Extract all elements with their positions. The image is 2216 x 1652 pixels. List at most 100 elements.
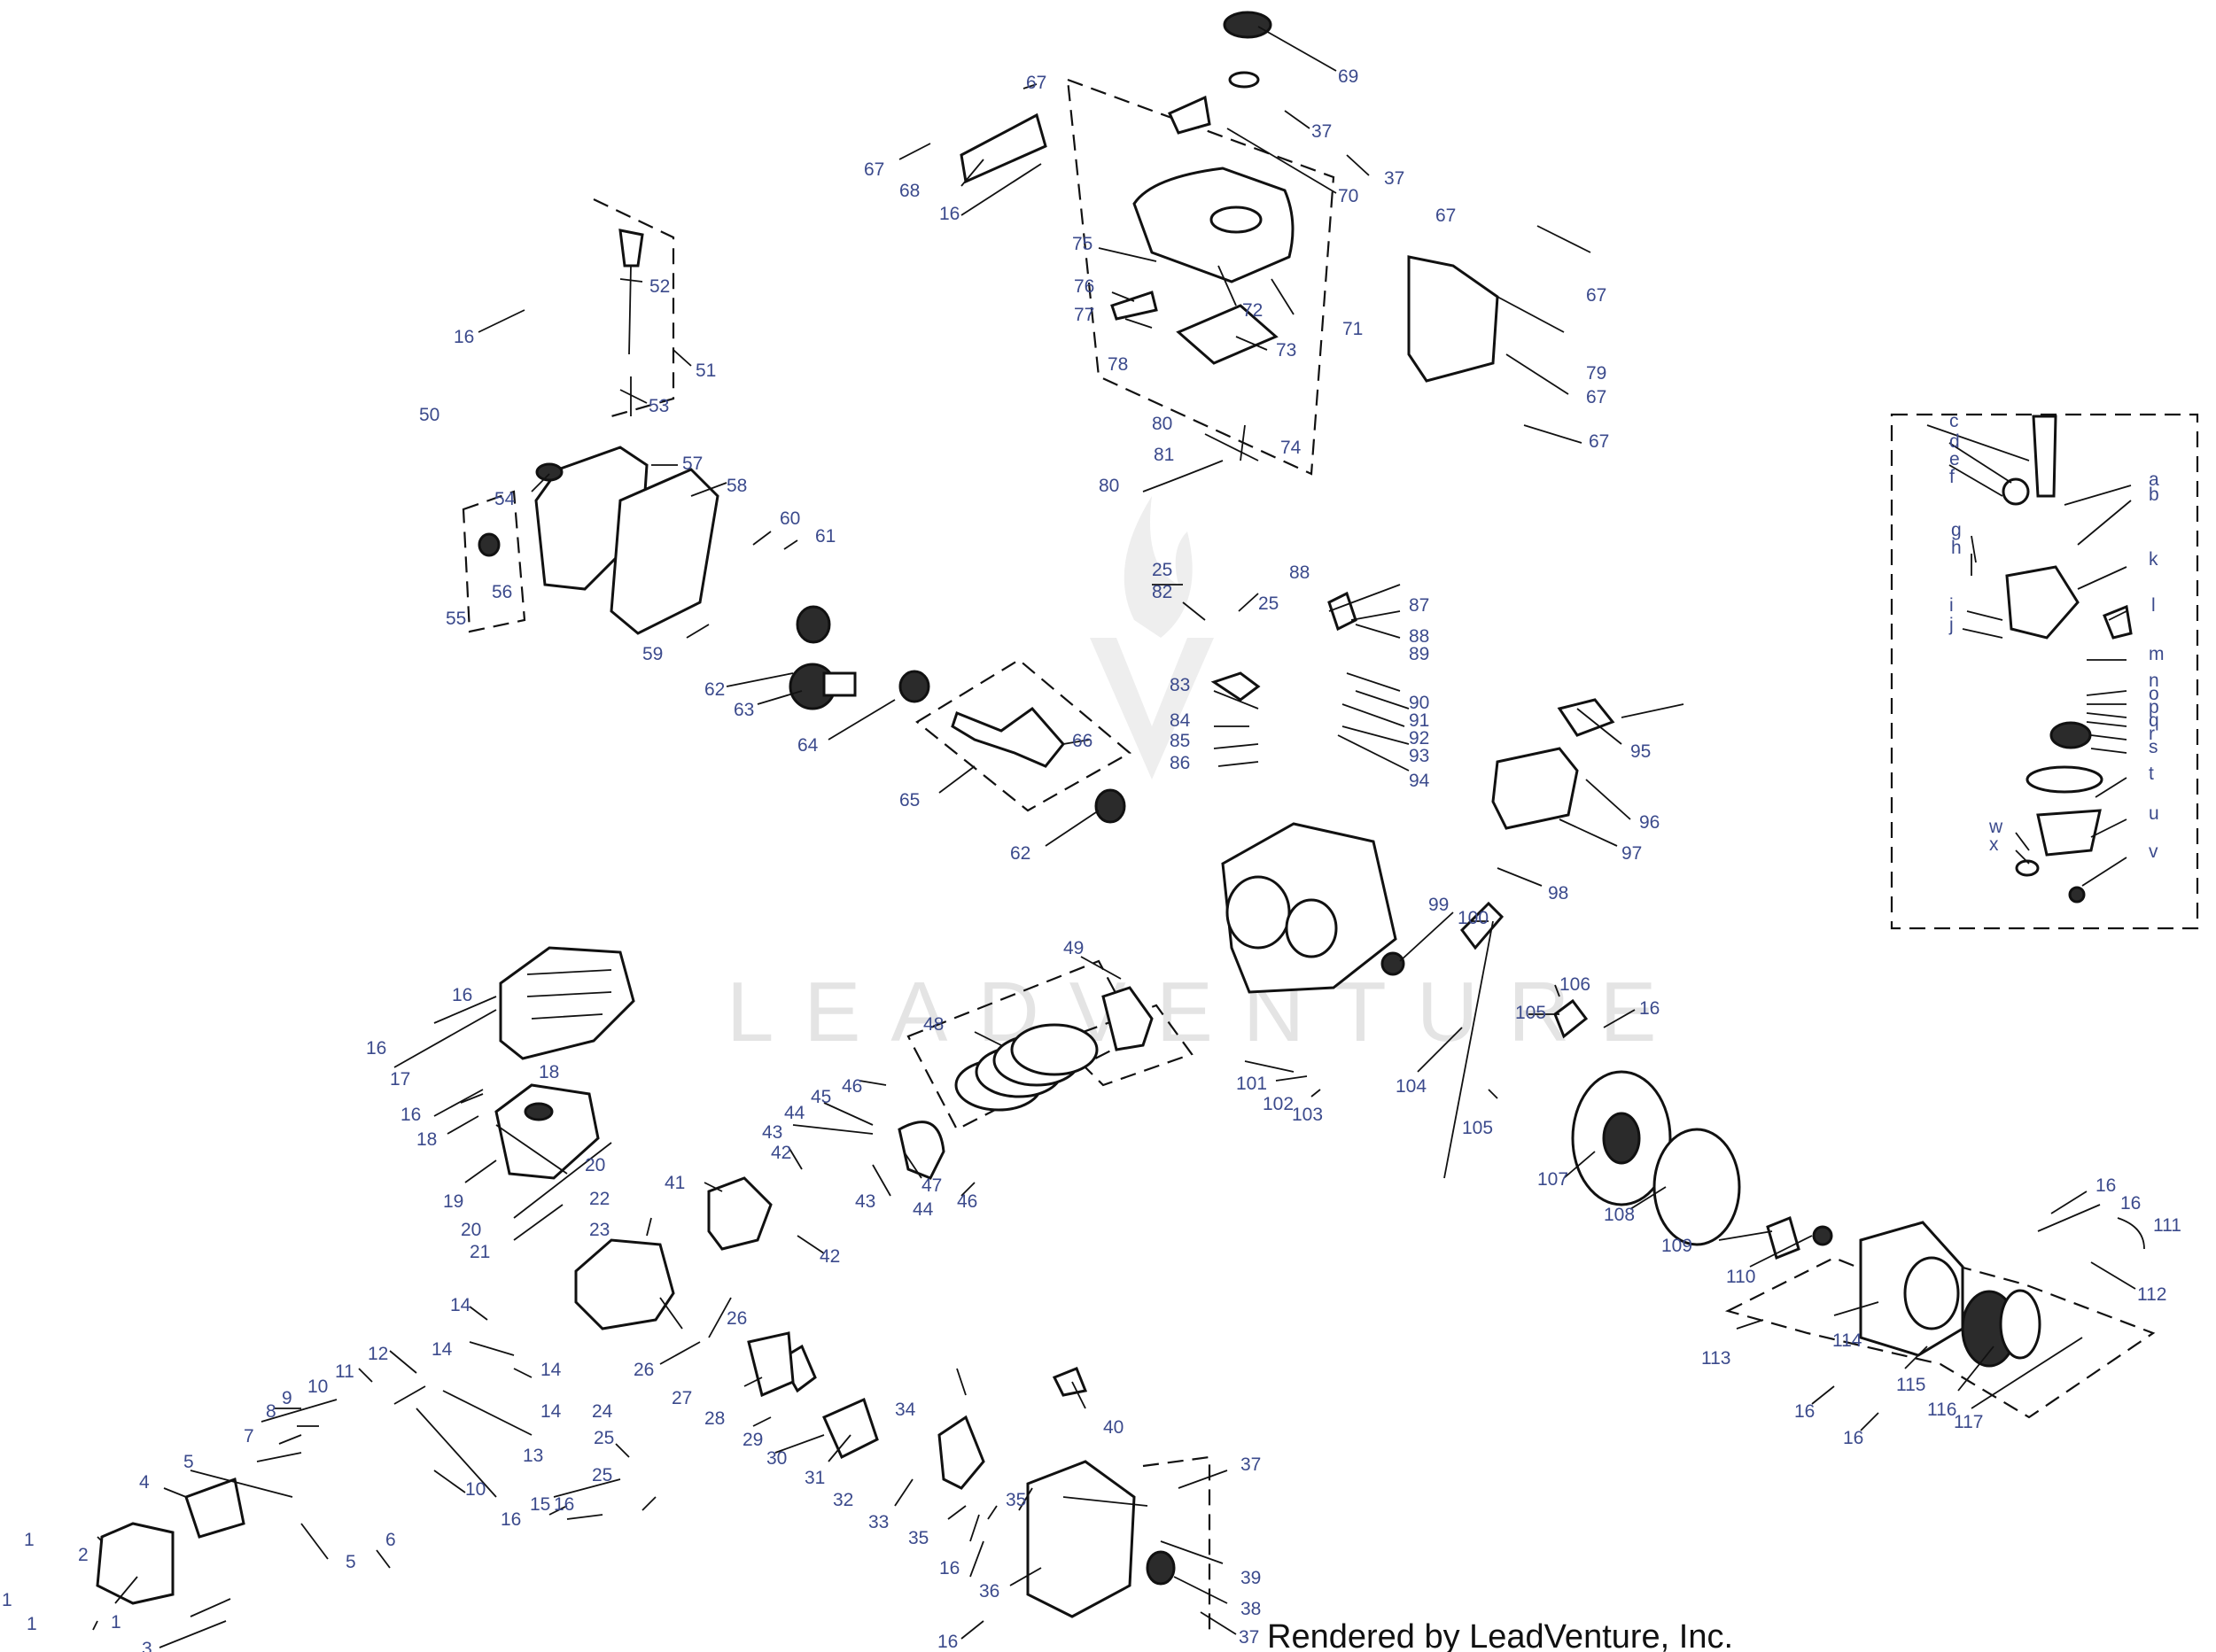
callout-33: 33 — [868, 1512, 889, 1532]
callout-42: 42 — [771, 1143, 791, 1163]
callout-105: 105 — [1515, 1003, 1546, 1023]
callout-110: 110 — [1726, 1267, 1755, 1287]
callout-57: 57 — [682, 454, 703, 474]
callout-29: 29 — [743, 1430, 763, 1450]
callout-25: 25 — [1258, 593, 1279, 614]
callout-17: 17 — [390, 1069, 410, 1090]
callout-s: s — [2149, 737, 2158, 757]
callout-36: 36 — [979, 1581, 999, 1602]
callout-n: n — [2149, 671, 2159, 691]
callout-o: o — [2149, 684, 2159, 704]
engine-parts — [96, 11, 2145, 1618]
callout-84: 84 — [1170, 710, 1191, 731]
callout-14: 14 — [450, 1295, 471, 1315]
callout-75: 75 — [1072, 234, 1092, 254]
callout-1: 1 — [24, 1530, 35, 1550]
callout-19: 19 — [443, 1191, 463, 1212]
callout-106: 106 — [1559, 974, 1590, 995]
callout-34: 34 — [895, 1400, 916, 1420]
callout-m: m — [2149, 644, 2165, 664]
callout-53: 53 — [649, 396, 669, 416]
callout-69: 69 — [1338, 66, 1358, 87]
callout-10: 10 — [307, 1377, 328, 1397]
callout-96: 96 — [1639, 812, 1660, 833]
callout-1: 1 — [27, 1614, 37, 1634]
callout-117: 117 — [1954, 1412, 1983, 1432]
gasket — [610, 468, 719, 635]
callout-j: j — [1948, 615, 1954, 635]
callout-105: 105 — [1462, 1118, 1493, 1138]
callout-44: 44 — [913, 1199, 934, 1220]
callout-77: 77 — [1074, 305, 1094, 325]
callout-q: q — [2149, 710, 2159, 731]
piston — [898, 1121, 945, 1180]
callout-37: 37 — [1384, 168, 1404, 189]
callout-99: 99 — [1428, 895, 1449, 915]
callout-43: 43 — [762, 1122, 782, 1143]
callout-83: 83 — [1170, 675, 1190, 695]
callout-63: 63 — [734, 700, 754, 720]
callout-23: 23 — [589, 1220, 610, 1240]
callout-16: 16 — [1843, 1428, 1863, 1448]
callout-94: 94 — [1409, 771, 1430, 791]
callout-93: 93 — [1409, 746, 1429, 766]
callout-68: 68 — [899, 181, 920, 201]
callout-16: 16 — [939, 1558, 960, 1578]
callout-l: l — [2151, 595, 2156, 616]
crankshaft — [951, 706, 1065, 768]
callout-x: x — [1989, 834, 1999, 855]
callout-i: i — [1949, 595, 1954, 616]
callout-62: 62 — [1010, 843, 1030, 864]
callout-54: 54 — [494, 489, 516, 509]
callout-4: 4 — [139, 1472, 150, 1493]
callout-h: h — [1951, 538, 1962, 558]
callout-92: 92 — [1409, 728, 1429, 748]
callout-3: 3 — [142, 1639, 152, 1652]
callout-86: 86 — [1170, 753, 1190, 773]
callout-18: 18 — [416, 1129, 437, 1150]
head-gasket — [707, 1176, 773, 1251]
callout-11: 11 — [335, 1361, 354, 1382]
callout-15: 15 — [530, 1494, 550, 1515]
callout-91: 91 — [1409, 710, 1429, 731]
callout-16: 16 — [452, 985, 472, 1005]
callout-116: 116 — [1927, 1400, 1956, 1420]
callout-10: 10 — [465, 1479, 486, 1500]
callout-c: c — [1949, 411, 1959, 431]
muffler — [494, 1083, 600, 1180]
callout-81: 81 — [1154, 445, 1174, 465]
callout-39: 39 — [1240, 1568, 1261, 1588]
callout-r: r — [2149, 724, 2155, 744]
callout-43: 43 — [855, 1191, 875, 1212]
callout-2: 2 — [78, 1545, 89, 1565]
callout-46: 46 — [842, 1076, 862, 1097]
callout-51: 51 — [696, 361, 716, 381]
callout-50: 50 — [419, 405, 439, 425]
callout-38: 38 — [1240, 1599, 1261, 1619]
callout-62: 62 — [704, 679, 725, 700]
callout-a: a — [2149, 469, 2159, 490]
valve-cover — [96, 1522, 175, 1605]
callout-16: 16 — [501, 1509, 521, 1530]
callout-26: 26 — [634, 1360, 654, 1380]
callout-101: 101 — [1236, 1074, 1267, 1094]
callout-46: 46 — [957, 1191, 977, 1212]
watermark: LEADVENTURE — [727, 496, 1657, 1059]
callout-35: 35 — [1006, 1490, 1026, 1510]
muffler-guard — [499, 946, 635, 1060]
callout-109: 109 — [1661, 1236, 1692, 1256]
callout-70: 70 — [1338, 186, 1358, 206]
callout-8: 8 — [266, 1401, 276, 1422]
callout-p: p — [2149, 697, 2159, 717]
callout-b: b — [2149, 485, 2159, 505]
callout-67: 67 — [1586, 285, 1606, 306]
engine-bracket — [1407, 255, 1499, 383]
callout-16: 16 — [400, 1105, 421, 1125]
callout-64: 64 — [797, 735, 819, 756]
callout-78: 78 — [1108, 354, 1128, 375]
callout-u: u — [2149, 803, 2159, 824]
callout-112: 112 — [2137, 1284, 2166, 1305]
callout-37: 37 — [1240, 1454, 1261, 1475]
callout-25: 25 — [594, 1428, 614, 1448]
